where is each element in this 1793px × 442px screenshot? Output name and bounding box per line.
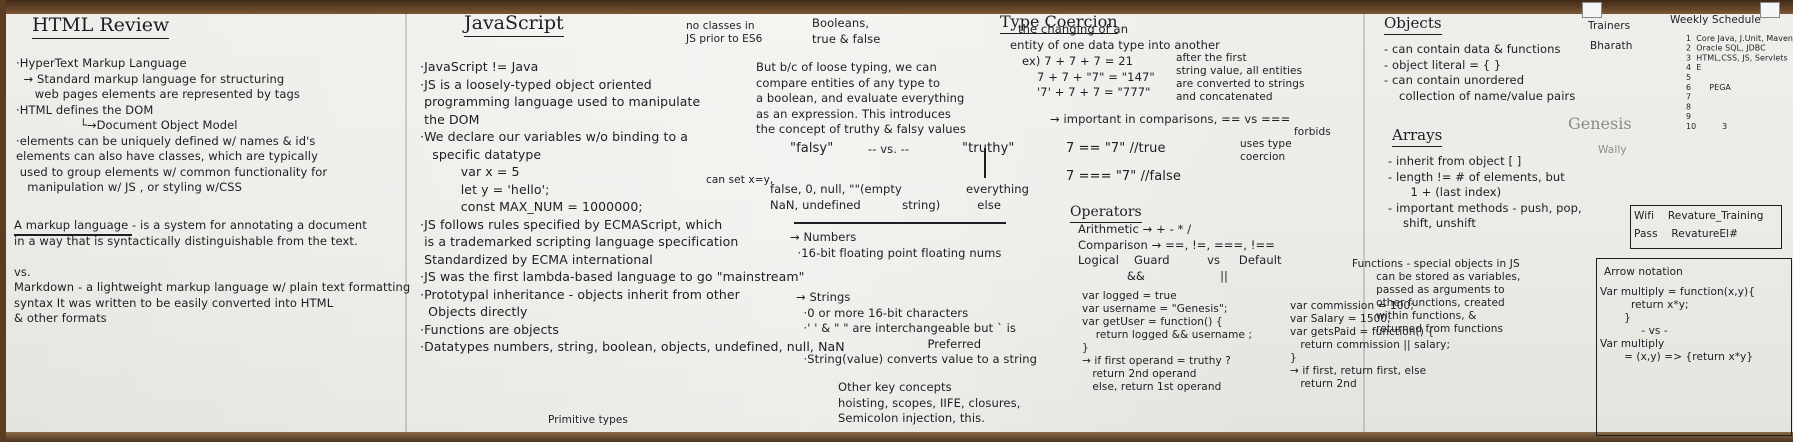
booleans-header: Booleans, true & false (812, 16, 881, 46)
markup-language-notes: A markup language - is a system for anno… (14, 218, 411, 325)
wifi-pass: Pass RevatureEl# (1634, 228, 1739, 240)
panel-seam (405, 14, 407, 432)
booleans-bracket (984, 148, 986, 178)
objects-notes: - can contain data & functions - object … (1384, 42, 1576, 103)
trainers-label: Trainers (1588, 20, 1631, 32)
other-key-concepts: Other key concepts hoisting, scopes, IIF… (838, 380, 1021, 425)
board-clip (1760, 2, 1780, 18)
const-note: can set x=y, (706, 174, 774, 186)
javascript-notes: ·JavaScript != Java ·JS is a loosely-typ… (420, 59, 845, 354)
objects-title: Objects (1384, 14, 1442, 35)
strings-notes: → Strings ·0 or more 16-bit characters ·… (796, 290, 1038, 366)
coercion-examples-note: after the first string value, all entiti… (1176, 52, 1305, 103)
no-classes-note: no classes in JS prior to ES6 (686, 20, 763, 45)
guard-operator-code: var logged = true var username = "Genesi… (1082, 290, 1253, 393)
arrow-notation-box (1596, 258, 1792, 436)
weekly-schedule-list: 1 Core Java, J.Unit, Maven 2 Oracle SQL,… (1686, 34, 1793, 132)
operators-list: Arithmetic → + - * / Comparison → ==, !=… (1078, 222, 1282, 283)
board-bottom-rail (0, 432, 1793, 442)
comparison-importance: → important in comparisons, == vs === (1050, 112, 1291, 126)
truthy-values: everything else (966, 182, 1030, 212)
strict-equality-example: 7 === "7" //false (1066, 169, 1181, 184)
trainer-name: Bharath (1590, 40, 1633, 52)
coercion-examples: ex) 7 + 7 + 7 = 21 7 + 7 + "7" = "147" '… (1022, 54, 1155, 99)
arrays-title: Arrays (1392, 126, 1443, 147)
arrays-notes: - inherit from object [ ] - length != # … (1388, 154, 1582, 230)
board-clip (1582, 2, 1602, 18)
default-operator-code: var commission = 100; var Salary = 1500;… (1290, 300, 1451, 390)
loose-equality-example: 7 == "7" //true (1066, 141, 1166, 156)
functions-notes: Functions - special objects in JS can be… (1352, 258, 1521, 335)
type-coercion-title: Type Coercion (1000, 12, 1118, 34)
board-top-rail (0, 0, 1793, 14)
weekly-schedule-title: Weekly Schedule (1670, 14, 1761, 26)
uses-coercion-note: uses type coercion (1240, 138, 1292, 163)
primitive-types-label: Primitive types (548, 414, 628, 426)
wally-label: Wally (1598, 144, 1627, 156)
operators-title: Operators (1070, 204, 1142, 223)
falsy-label: "falsy" (790, 141, 834, 156)
truthy-falsy-intro: But b/c of loose typing, we can compare … (756, 60, 966, 136)
board-left-edge (0, 0, 6, 442)
falsy-values: false, 0, null, ""(empty NaN, undefined … (770, 182, 941, 212)
wifi-box (1630, 205, 1782, 249)
falsy-truthy-vs: -- vs. -- (868, 142, 910, 156)
booleans-divider (794, 222, 1006, 224)
panel-seam (1363, 14, 1365, 432)
forbids-note: forbids (1294, 126, 1331, 138)
html-review-notes: ·HyperText Markup Language → Standard ma… (16, 56, 328, 194)
javascript-title: JavaScript (464, 12, 564, 37)
markup-underline (14, 234, 132, 236)
genesis-label: Genesis (1568, 114, 1632, 133)
truthy-label: "truthy" (962, 141, 1015, 156)
numbers-notes: → Numbers ·16-bit floating point floatin… (790, 230, 1002, 260)
wifi-info: Wifi Revature_Training (1634, 210, 1764, 222)
html-review-title: HTML Review (32, 14, 170, 39)
arrow-notation-code: Var multiply = function(x,y){ return x*y… (1600, 286, 1755, 363)
type-coercion-definition: - the changing of an entity of one data … (1010, 22, 1220, 52)
arrow-notation-title: Arrow notation (1604, 266, 1683, 278)
